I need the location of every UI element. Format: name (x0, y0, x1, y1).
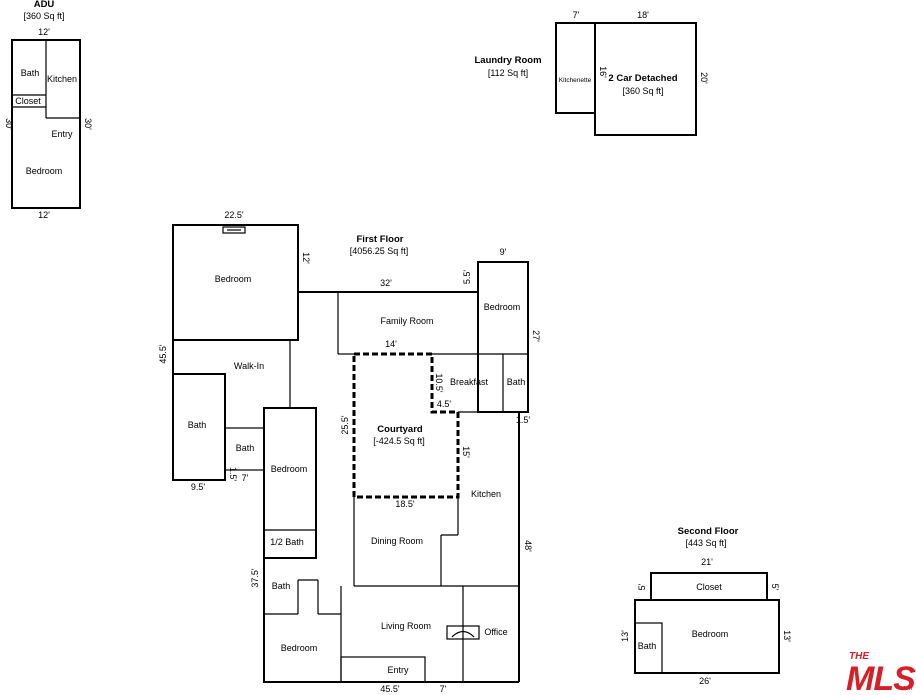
room-family-room: Family Room (380, 316, 433, 326)
room-bedroom-nw: Bedroom (215, 274, 252, 284)
adu-room-kitchen: Kitchen (47, 74, 77, 84)
room-office: Office (484, 627, 507, 637)
dim-7-bottom: 7' (440, 684, 447, 694)
dim-32: 32' (380, 278, 392, 288)
room-bath-sw: Bath (272, 581, 291, 591)
room-bedroom-ne: Bedroom (484, 302, 521, 312)
adu-area: [360 Sq ft] (23, 11, 64, 21)
second-floor-dim-right: 13' (782, 630, 792, 642)
adu-dim-left: 30' (4, 118, 14, 130)
second-floor-dim-right-top: 5' (770, 584, 780, 591)
room-bedroom-sw: Bedroom (281, 643, 318, 653)
garage-dim-top-right: 18' (637, 10, 649, 20)
second-floor-room-bath: Bath (638, 641, 657, 651)
room-bath-w2: Bath (236, 443, 255, 453)
room-bath-w: Bath (188, 420, 207, 430)
room-dining-room: Dining Room (371, 536, 423, 546)
dim-48: 48' (523, 540, 533, 552)
garage-plan: Laundry Room [112 Sq ft] 7' 18' Kitchene… (474, 10, 709, 136)
dim-5-5: 5.5' (462, 270, 472, 285)
dim-45-5-left: 45.5' (158, 344, 168, 364)
second-floor-title: Second Floor (678, 526, 739, 537)
laundry-title: Laundry Room (474, 55, 541, 66)
first-floor-title: First Floor (357, 234, 404, 245)
south-wall (263, 558, 519, 683)
garage-outline (594, 22, 697, 136)
kitchenette-label: Kitchenette (559, 77, 592, 84)
dim-15: 15' (461, 446, 471, 458)
room-bath-ne: Bath (507, 377, 526, 387)
courtyard-area: [-424.5 Sq ft] (373, 436, 425, 446)
dim-12: 12' (301, 252, 311, 264)
adu-dim-right: 30' (83, 118, 93, 130)
room-bedroom-mid: Bedroom (271, 464, 308, 474)
dim-37-5: 37.5' (250, 568, 260, 588)
first-floor-plan: First Floor [4056.25 Sq ft] (158, 210, 541, 694)
dim-1-5-w: 1.5' (228, 467, 238, 482)
room-breakfast: Breakfast (450, 377, 489, 387)
second-floor-dim-left-top: 5' (637, 583, 647, 590)
adu-dim-bottom: 12' (38, 210, 50, 220)
mls-logo-main: MLS (846, 660, 916, 695)
dim-4-5: 4.5' (437, 399, 452, 409)
mls-logo-top: THE (849, 651, 869, 662)
dim-25-5: 25.5' (340, 415, 350, 435)
dim-18-5: 18.5' (395, 499, 415, 509)
laundry-area: [112 Sq ft] (488, 68, 528, 78)
bedroom-mid-walls (263, 407, 317, 559)
fireplace-icon (451, 630, 475, 638)
fireplace-icon (446, 625, 480, 640)
second-floor-dim-bottom: 26' (699, 676, 711, 686)
bedroom-nw-walls (172, 224, 299, 341)
dim-45-5-bottom: 45.5' (380, 684, 400, 694)
entry-walls (340, 656, 426, 683)
second-floor-plan: Second Floor [443 Sq ft] 21' Closet Bedr… (620, 526, 792, 686)
adu-plan: ADU [360 Sq ft] 12' Bath Kitchen Closet … (4, 0, 93, 220)
adu-room-bedroom: Bedroom (26, 166, 63, 176)
second-floor-bath-walls (634, 622, 663, 674)
second-floor-area: [443 Sq ft] (685, 538, 726, 548)
dim-9: 9' (500, 247, 507, 257)
room-half-bath: 1/2 Bath (270, 537, 304, 547)
second-floor-dim-left: 13' (620, 630, 630, 642)
first-floor-area: [4056.25 Sq ft] (350, 246, 409, 256)
adu-room-closet: Closet (15, 96, 41, 106)
fireplace-icon (222, 226, 246, 234)
dim-9-5: 9.5' (191, 482, 206, 492)
garage-dim-inner: 16' (598, 66, 608, 78)
garage-dim-top-left: 7' (573, 10, 580, 20)
second-floor-dim-top: 21' (701, 557, 713, 567)
dim-14: 14' (385, 339, 397, 349)
bath-w-walls (172, 373, 226, 481)
kitchenette-outline (555, 22, 596, 114)
garage-area: [360 Sq ft] (622, 86, 663, 96)
adu-title: ADU (34, 0, 55, 10)
adu-room-bath: Bath (21, 68, 40, 78)
garage-dim-right: 20' (699, 72, 709, 84)
adu-room-entry: Entry (51, 129, 73, 139)
dim-10-5: 10.5' (434, 373, 444, 393)
dim-7-w: 7' (242, 473, 249, 483)
second-floor-room-closet: Closet (696, 582, 722, 592)
courtyard-title: Courtyard (377, 424, 423, 435)
room-living-room: Living Room (381, 621, 431, 631)
mls-logo-tm: com (899, 685, 912, 692)
adu-dim-top: 12' (38, 27, 50, 37)
garage-title: 2 Car Detached (608, 73, 677, 84)
second-floor-room-bedroom: Bedroom (692, 629, 729, 639)
room-walk-in: Walk-In (234, 361, 264, 371)
room-entry: Entry (387, 665, 409, 675)
dim-1-5-ne: 1.5' (516, 415, 531, 425)
dim-22-5: 22.5' (224, 210, 244, 220)
mls-logo: THE MLS com (846, 651, 916, 695)
room-kitchen: Kitchen (471, 489, 501, 499)
dim-27: 27' (531, 330, 541, 342)
